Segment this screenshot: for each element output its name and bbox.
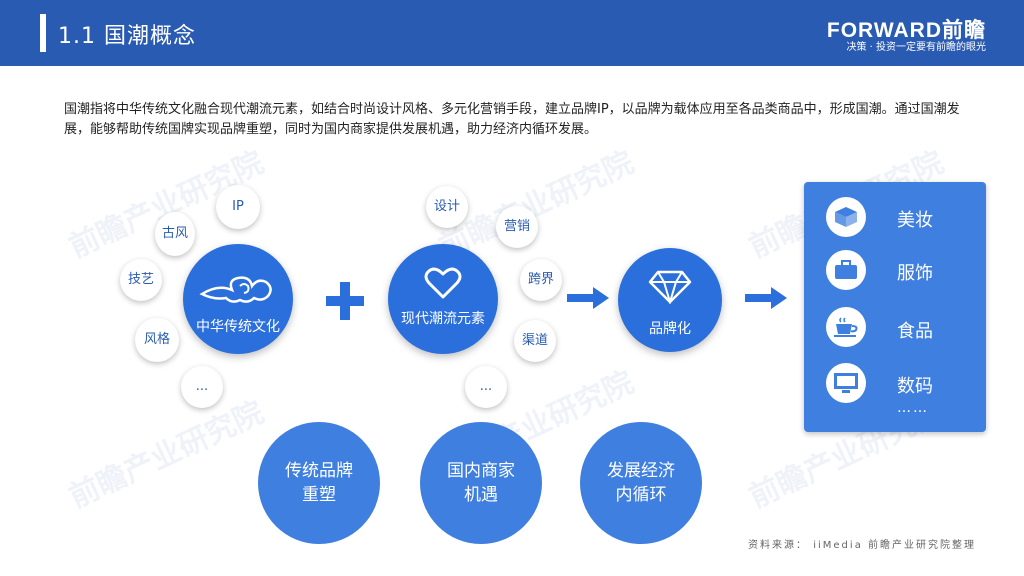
tag-ip: IP — [216, 185, 260, 229]
tag-jiyi: 技艺 — [120, 259, 162, 301]
category-label: 服饰 — [897, 263, 933, 284]
box-icon — [826, 197, 866, 237]
tag-sheji-label: 设计 — [433, 199, 460, 214]
outcome-circle: 国内商家机遇 — [420, 422, 542, 544]
tag-gufeng: 古风 — [155, 212, 195, 256]
category-label: 数码 — [897, 376, 933, 397]
tag-qudao: 渠道 — [514, 320, 556, 362]
monitor-icon — [826, 363, 866, 403]
cup-icon — [826, 307, 866, 347]
tag-kuajie-label: 跨界 — [527, 272, 554, 287]
modern-trend-circle: 现代潮流元素 — [388, 244, 498, 354]
tag-fengge-label: 风格 — [143, 332, 170, 347]
tag-qudao-label: 渠道 — [521, 333, 548, 348]
diamond-icon — [648, 270, 692, 304]
outcome-circle: 发展经济内循环 — [580, 422, 702, 544]
category-label: 食品 — [897, 321, 933, 342]
tag-gufeng-label: 古风 — [161, 226, 188, 241]
modern-trend-label: 现代潮流元素 — [401, 311, 485, 327]
category-panel: 美妆 服饰 食品 数码 …… — [804, 182, 986, 432]
tag-yingxiao-label: 营销 — [503, 219, 530, 234]
header-accent — [40, 14, 46, 52]
source-note: 资料来源： iiMedia 前瞻产业研究院整理 — [748, 540, 976, 551]
intro-paragraph: 国潮指将中华传统文化融合现代潮流元素，如结合时尚设计风格、多元化营销手段，建立品… — [64, 102, 960, 137]
tag-jiyi-label: 技艺 — [127, 272, 154, 287]
tag-sheji: 设计 — [426, 186, 468, 228]
tag-more-traditional: ... — [181, 366, 223, 408]
category-more: …… — [897, 400, 929, 416]
arrow-right-icon — [745, 287, 787, 309]
traditional-culture-label: 中华传统文化 — [196, 319, 280, 335]
heart-icon — [424, 267, 462, 299]
traditional-culture-circle: 中华传统文化 — [183, 244, 293, 354]
branding-circle: 品牌化 — [618, 248, 722, 352]
arrow-right-icon — [567, 287, 609, 309]
cloud-pattern-icon — [199, 276, 272, 303]
outcome-label: 传统品牌重塑 — [285, 461, 353, 505]
brand-logo: FORWARD前瞻 — [826, 19, 986, 42]
brand-slogan: 决策 · 投资一定要有前瞻的眼光 — [846, 42, 986, 53]
briefcase-icon — [826, 250, 866, 290]
outcome-label: 发展经济内循环 — [607, 461, 675, 505]
watermark: 前瞻产业研究院 — [63, 394, 270, 516]
outcome-label: 国内商家机遇 — [447, 461, 515, 505]
tag-fengge: 风格 — [135, 318, 179, 362]
category-label: 美妆 — [897, 210, 933, 231]
branding-label: 品牌化 — [649, 321, 691, 337]
header-bar: 1.1 国潮概念 FORWARD前瞻 决策 · 投资一定要有前瞻的眼光 — [0, 0, 1024, 66]
page-title: 1.1 国潮概念 — [58, 24, 196, 49]
tag-more-modern: ... — [465, 366, 507, 408]
plus-icon — [326, 282, 364, 320]
tag-kuajie: 跨界 — [520, 259, 562, 301]
tag-yingxiao: 营销 — [496, 206, 538, 248]
outcome-circle: 传统品牌重塑 — [258, 422, 380, 544]
